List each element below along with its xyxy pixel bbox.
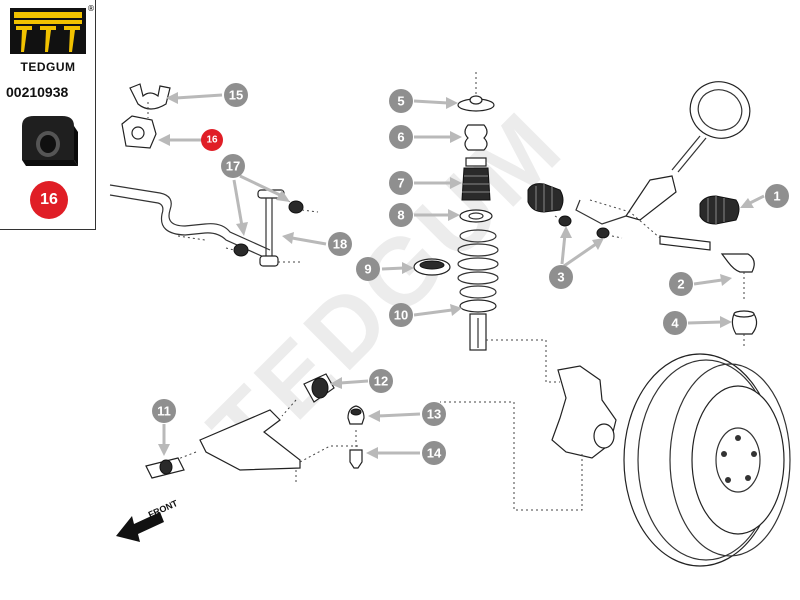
tedgum-logo <box>10 8 86 54</box>
steering-column <box>575 175 677 225</box>
tie-rod-end-2 <box>720 253 755 300</box>
spring-seat-8 <box>459 209 493 223</box>
dust-boot-7 <box>461 157 491 201</box>
steering-knuckle <box>551 365 617 459</box>
wheel <box>623 353 791 567</box>
control-arm-bushing-11 <box>145 457 185 479</box>
svg-text:13: 13 <box>427 407 441 422</box>
svg-text:8: 8 <box>397 208 404 223</box>
bushing-product-image <box>22 116 78 166</box>
svg-text:2: 2 <box>677 277 684 292</box>
callout-8: 8 <box>389 203 413 227</box>
svg-text:18: 18 <box>333 237 347 252</box>
strut-bearing-9 <box>413 258 451 276</box>
svg-text:6: 6 <box>397 130 404 145</box>
stabilizer-bushing-16 <box>121 115 157 149</box>
svg-text:17: 17 <box>226 159 240 174</box>
svg-text:16: 16 <box>206 135 218 146</box>
svg-text:5: 5 <box>397 94 404 109</box>
rack-bushings-3 <box>554 215 623 239</box>
product-panel: ® TEDGUM 00210938 16 <box>0 0 96 230</box>
strut-top-mount-5 <box>457 72 495 112</box>
stabilizer-link-18 <box>257 189 300 267</box>
bump-stop-6 <box>464 124 488 151</box>
callout-pointers <box>158 92 765 459</box>
part-number: 00210938 <box>6 84 69 100</box>
link-bushings-17 <box>225 197 319 257</box>
callout-17: 17 <box>221 154 245 178</box>
callout-3: 3 <box>549 265 573 289</box>
front-label: FRONT <box>147 498 180 520</box>
svg-text:11: 11 <box>157 404 171 419</box>
callout-7: 7 <box>389 171 413 195</box>
control-arm-bushing-12 <box>281 373 335 417</box>
callout-14: 14 <box>422 441 446 465</box>
steering-wheel <box>671 81 751 173</box>
svg-text:14: 14 <box>427 446 442 461</box>
callout-10: 10 <box>389 303 413 327</box>
tie-rod <box>589 199 711 251</box>
callout-13: 13 <box>422 402 446 426</box>
steering-rack-boot-1 <box>699 195 740 225</box>
callout-11: 11 <box>152 399 176 423</box>
stabilizer-bar <box>109 184 271 259</box>
clamp-bracket-15 <box>129 83 171 118</box>
callout-2: 2 <box>669 272 693 296</box>
coil-spring <box>457 229 499 299</box>
callout-9: 9 <box>356 257 380 281</box>
svg-text:9: 9 <box>364 262 371 277</box>
svg-text:1: 1 <box>773 189 780 204</box>
callout-1: 1 <box>765 184 789 208</box>
ball-joint-boot-13 <box>347 405 365 425</box>
callout-badges: 15 16 17 18 5 6 7 8 9 10 1 2 3 4 12 11 1… <box>152 83 789 465</box>
front-direction-arrow: FRONT <box>116 498 180 542</box>
lower-spring-seat-10 <box>459 299 497 351</box>
svg-text:7: 7 <box>397 176 404 191</box>
position-badge: 16 <box>30 181 68 219</box>
tie-rod-boot-4 <box>731 310 758 346</box>
ball-joint-14 <box>349 430 363 469</box>
steering-rack-boot-left <box>527 183 564 213</box>
svg-text:15: 15 <box>229 88 243 103</box>
svg-text:3: 3 <box>557 270 564 285</box>
callout-12: 12 <box>369 369 393 393</box>
callout-18: 18 <box>328 232 352 256</box>
callout-4: 4 <box>663 311 687 335</box>
brand-name: TEDGUM <box>20 60 76 74</box>
svg-text:10: 10 <box>394 308 408 323</box>
svg-text:12: 12 <box>374 374 388 389</box>
svg-text:4: 4 <box>671 316 679 331</box>
registered-mark: ® <box>87 4 95 13</box>
callout-6: 6 <box>389 125 413 149</box>
callout-15: 15 <box>224 83 248 107</box>
callout-16: 16 <box>201 129 223 151</box>
lower-control-arm <box>159 409 360 484</box>
callout-5: 5 <box>389 89 413 113</box>
